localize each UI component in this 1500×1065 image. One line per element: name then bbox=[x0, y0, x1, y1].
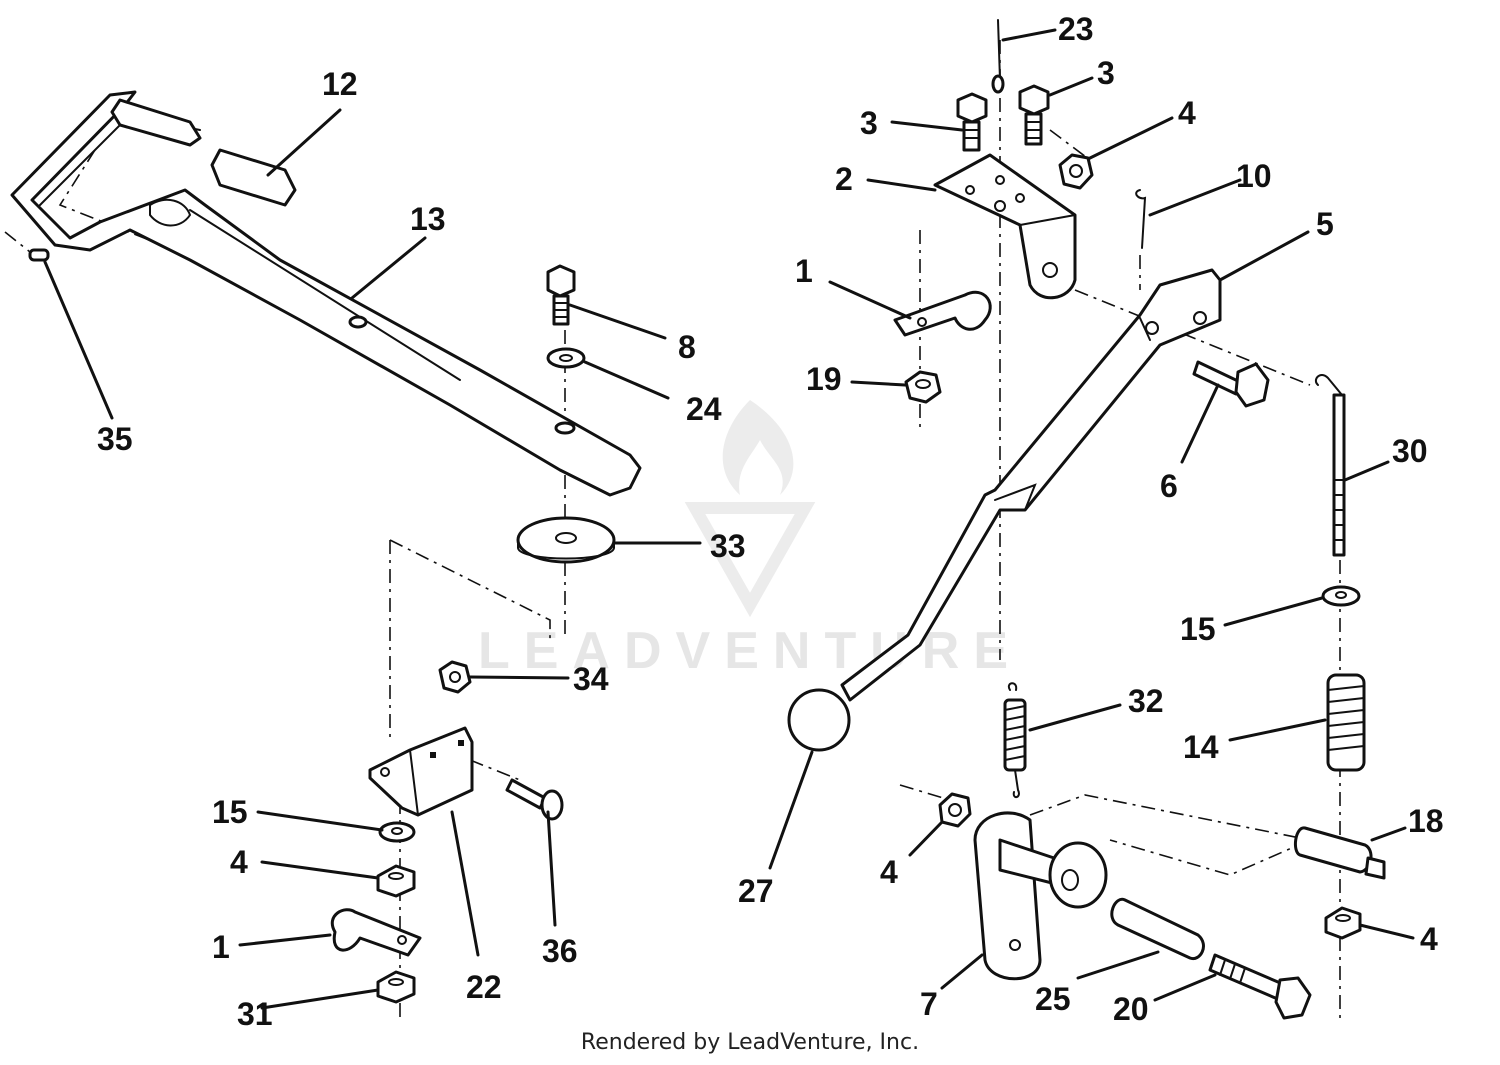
callout-4-top: 4 bbox=[1178, 95, 1196, 131]
callout-20: 20 bbox=[1113, 991, 1149, 1027]
pin-35 bbox=[28, 248, 50, 262]
handle-bar-13 bbox=[10, 90, 642, 497]
spacer-25 bbox=[1110, 897, 1205, 961]
callout-27: 27 bbox=[738, 873, 774, 909]
callout-1-left: 1 bbox=[212, 929, 230, 965]
callout-12: 12 bbox=[322, 66, 358, 102]
callout-22: 22 bbox=[466, 969, 502, 1005]
clip-1-left bbox=[331, 908, 422, 957]
nut-4-bottom-right bbox=[1324, 906, 1362, 940]
nut-19 bbox=[904, 370, 942, 404]
bolt-3-left bbox=[956, 92, 988, 152]
callout-24: 24 bbox=[686, 391, 722, 427]
callout-19: 19 bbox=[806, 361, 842, 397]
callout-8: 8 bbox=[678, 329, 696, 365]
callout-6: 6 bbox=[1160, 468, 1178, 504]
bracket-2 bbox=[933, 153, 1077, 300]
callout-34: 34 bbox=[573, 661, 609, 697]
callout-14: 14 bbox=[1183, 729, 1219, 765]
bolt-8 bbox=[546, 264, 576, 326]
nut-4-top bbox=[1058, 153, 1094, 190]
nut-4-bottom-left bbox=[938, 792, 972, 828]
rod-30 bbox=[1314, 374, 1346, 557]
callout-15-right: 15 bbox=[1180, 611, 1216, 647]
cotter-pin-23 bbox=[991, 19, 1005, 94]
callout-10: 10 bbox=[1236, 158, 1272, 194]
callout-30: 30 bbox=[1392, 433, 1428, 469]
cotter-pin-10 bbox=[1135, 189, 1147, 249]
callout-23: 23 bbox=[1058, 11, 1094, 47]
washer-33 bbox=[516, 516, 616, 564]
alignment-lines bbox=[4, 40, 1341, 1020]
washer-15-left bbox=[378, 821, 416, 843]
bolt-3-right bbox=[1018, 84, 1050, 146]
callout-4-bottom-right: 4 bbox=[1420, 921, 1438, 957]
callout-32: 32 bbox=[1128, 683, 1164, 719]
watermark-brand: LEADVENTURE bbox=[478, 622, 1022, 680]
nut-34 bbox=[438, 660, 472, 694]
washer-15-right bbox=[1321, 585, 1361, 607]
clip-1-right bbox=[893, 290, 992, 337]
callout-25: 25 bbox=[1035, 981, 1071, 1017]
callout-labels: 23 3 3 4 2 10 5 1 19 6 30 15 14 32 18 4 … bbox=[97, 11, 1444, 1032]
pin-18 bbox=[1293, 826, 1386, 880]
grip-12 bbox=[110, 98, 297, 207]
callout-3-left: 3 bbox=[860, 105, 878, 141]
callout-35: 35 bbox=[97, 421, 133, 457]
lever-5 bbox=[840, 268, 1222, 702]
callout-18: 18 bbox=[1408, 803, 1444, 839]
callout-13: 13 bbox=[410, 201, 446, 237]
spring-32 bbox=[1003, 682, 1027, 798]
knob-27 bbox=[787, 688, 851, 752]
bolt-36 bbox=[505, 778, 564, 821]
spring-14 bbox=[1326, 673, 1366, 772]
callout-2: 2 bbox=[835, 161, 853, 197]
nut-31 bbox=[376, 970, 416, 1004]
callout-3-right: 3 bbox=[1097, 55, 1115, 91]
bracket-22 bbox=[368, 726, 474, 817]
callout-15-left: 15 bbox=[212, 794, 248, 830]
arm-7 bbox=[973, 811, 1108, 981]
bolt-6 bbox=[1192, 360, 1270, 408]
footer-credit: Rendered by LeadVenture, Inc. bbox=[580, 1030, 920, 1055]
callout-4-left: 4 bbox=[230, 844, 248, 880]
callout-1-right: 1 bbox=[795, 253, 813, 289]
callout-4-bottom-left: 4 bbox=[880, 854, 898, 890]
callout-31: 31 bbox=[237, 996, 273, 1032]
callout-5: 5 bbox=[1316, 206, 1334, 242]
callout-33: 33 bbox=[710, 528, 746, 564]
leader-lines bbox=[43, 28, 1415, 1010]
nut-4-left bbox=[376, 864, 416, 898]
washer-24 bbox=[546, 347, 586, 369]
callout-36: 36 bbox=[542, 933, 578, 969]
callout-7: 7 bbox=[920, 986, 938, 1022]
bolt-20 bbox=[1208, 953, 1312, 1020]
